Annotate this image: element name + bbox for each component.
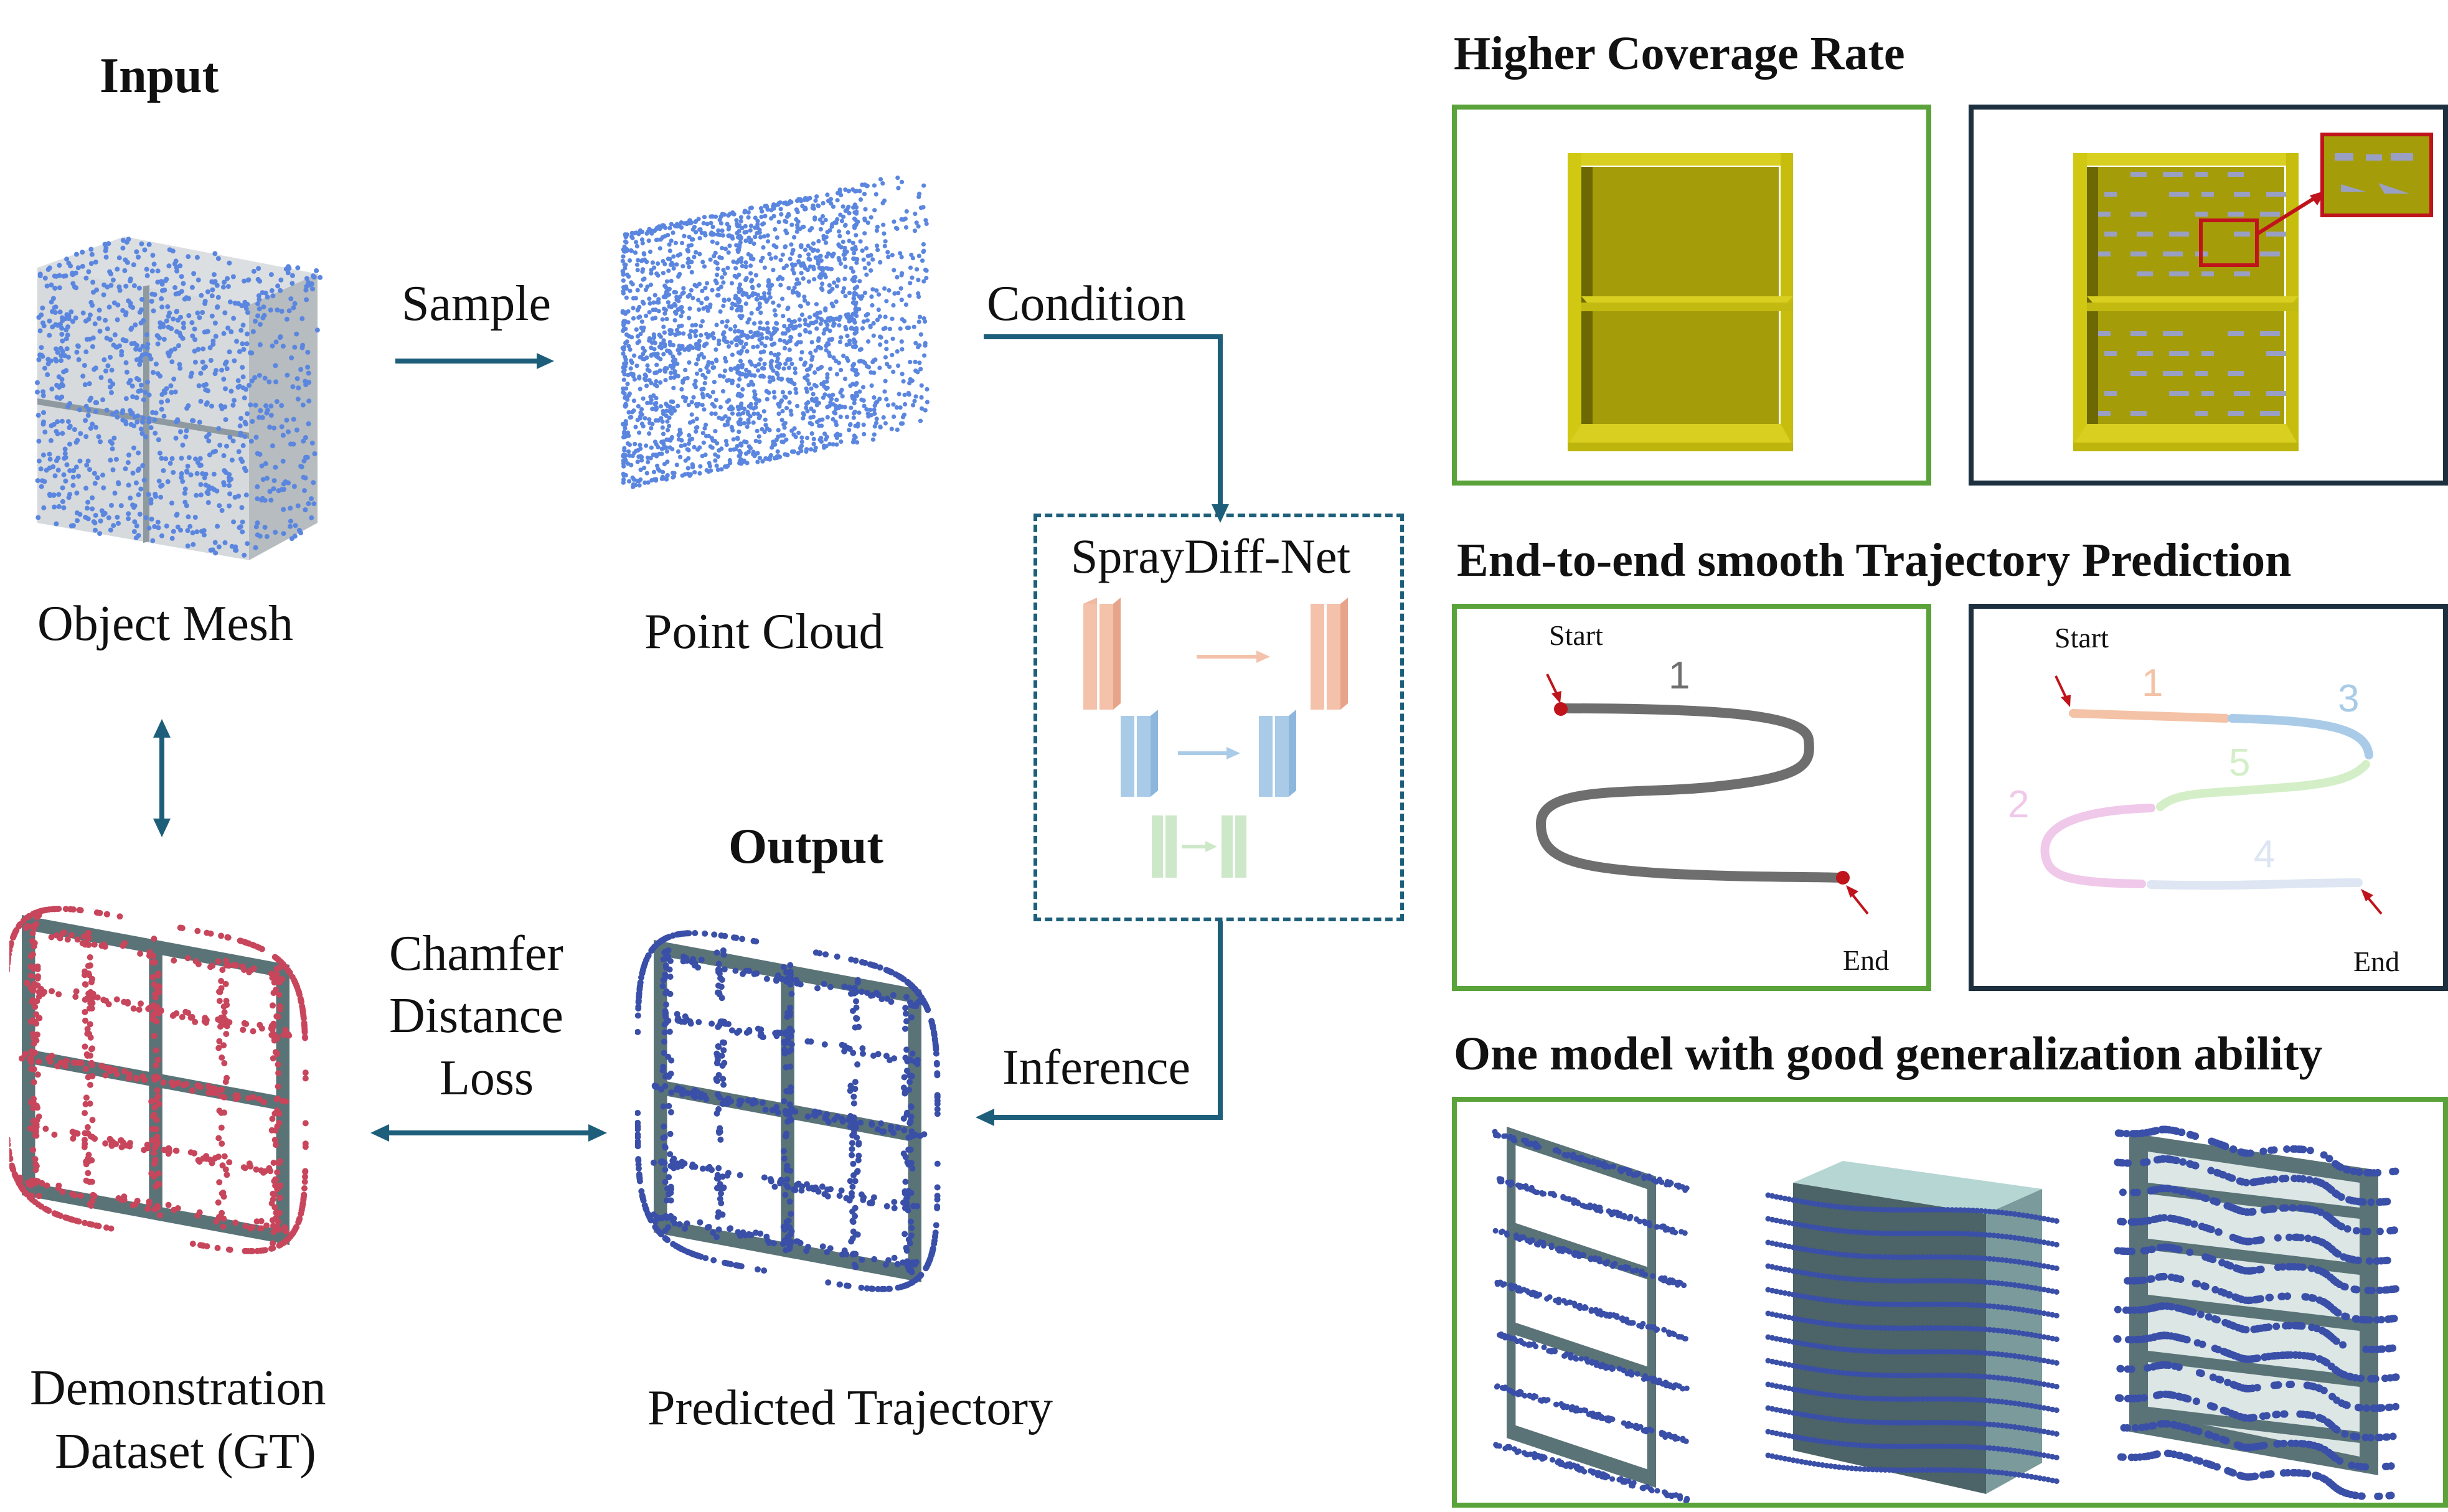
start-label: Start [1549,619,1603,651]
condition-arrow [984,334,1229,523]
chamfer-line2: Distance [389,988,563,1043]
encoder-block-2 [1121,710,1158,797]
end-label: End [1843,944,1889,976]
sample-label: Sample [402,276,551,331]
inference-arrow [976,921,1223,1126]
segment-4-label: 4 [2254,833,2275,876]
decoder-block-1 [1311,598,1348,710]
spraydiff-net-title: SprayDiff-Net [1071,529,1351,583]
trajectory-panel-baseline: Start End 1 2 3 4 5 [1969,604,2448,991]
end-label-2: End [2353,946,2399,977]
predicted-trajectory-image [635,930,941,1292]
network-diagram [1083,598,1348,878]
coverage-panel-ours [1452,105,1931,486]
demonstration-dataset-image [9,906,309,1254]
segment-2-label: 2 [2008,783,2029,826]
segment-5-label: 5 [2229,741,2250,784]
example-grille [2113,1125,2400,1500]
chamfer-loss-arrow [370,1124,607,1142]
inference-label: Inference [1002,1040,1190,1095]
generalization-title: One model with good generalization abili… [1454,1028,2323,1080]
demo-label-line2: Dataset (GT) [55,1424,316,1479]
decoder-block-2 [1259,710,1296,797]
point-cloud-image [620,176,930,489]
chamfer-line3: Loss [440,1051,534,1106]
predicted-trajectory-label: Predicted Trajectory [647,1381,1053,1435]
object-mesh-label: Object Mesh [37,596,294,651]
segment-3-label: 3 [2338,677,2359,720]
coverage-title: Higher Coverage Rate [1454,27,1905,80]
start-label-2: Start [2055,622,2109,654]
encoder-block-1 [1083,598,1121,710]
start-point [1554,702,1568,716]
output-title: Output [728,819,883,874]
chamfer-line1: Chamfer [389,926,563,981]
segment-label: 1 [1669,654,1690,697]
segment-1-label: 1 [2142,662,2163,705]
point-cloud-label: Point Cloud [644,604,884,659]
mesh-dataset-arrow [153,719,171,837]
spraydiff-net-box [1033,514,1404,921]
demo-label-line1: Demonstration [30,1361,326,1416]
bottleneck-block [1152,815,1246,878]
object-mesh-image [35,237,323,560]
coverage-panel-baseline [1969,105,2448,486]
shelf-full-coverage [1568,153,1793,451]
generalization-examples [1492,1125,2400,1503]
shelf-partial-coverage [2073,133,2433,451]
generalization-panel [1452,1097,2448,1508]
single-trajectory-plot: Start End 1 [1535,619,1889,976]
input-title: Input [100,49,219,103]
trajectory-panel-ours: Start End 1 [1452,604,1931,991]
example-box [1765,1161,2060,1494]
condition-label: Condition [987,276,1187,331]
example-window-frame [1492,1127,1690,1503]
trajectory-title: End-to-end smooth Trajectory Prediction [1457,534,2292,586]
sample-arrow [395,353,554,369]
end-point [1836,871,1850,885]
segmented-trajectory-plot: Start End 1 2 3 4 5 [2008,622,2399,977]
